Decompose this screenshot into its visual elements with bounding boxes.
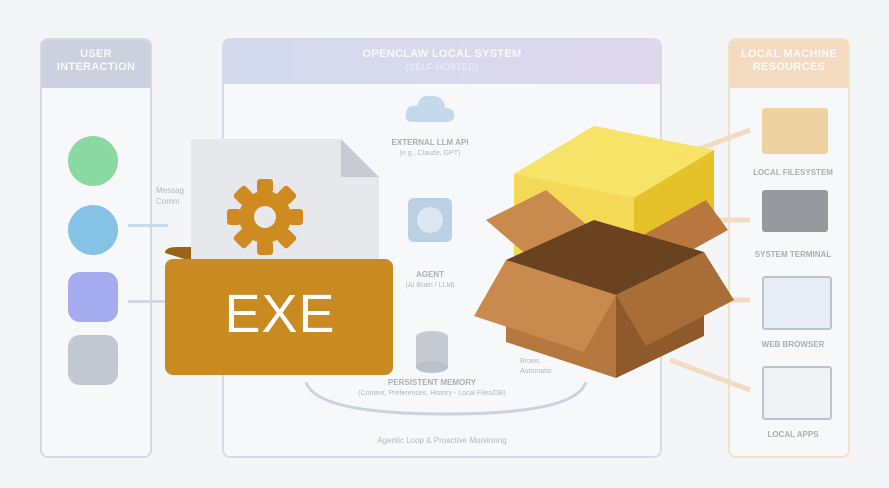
terminal-icon xyxy=(762,190,828,232)
resources-panel-title: LOCAL MACHINE RESOURCES xyxy=(730,40,848,88)
user-interaction-panel: USER INTERACTION xyxy=(40,38,152,458)
resource-label: LOCAL FILESYSTEM xyxy=(753,168,833,177)
cloud-icon xyxy=(405,95,455,122)
agent-note: (AI Brain / LLM) xyxy=(405,282,455,289)
resource-label: LOCAL APPS xyxy=(767,430,819,439)
chat-icon xyxy=(68,335,118,385)
package-box-icon xyxy=(474,126,734,378)
database-icon xyxy=(416,331,448,373)
inbound-arrow xyxy=(128,224,168,227)
memory-note: (Context, Preferences, History - Local F… xyxy=(358,390,506,397)
agentic-loop-arrow xyxy=(304,381,588,416)
automation-label-2: Automatio xyxy=(520,368,552,375)
memory-title: PERSISTENT MEMORY xyxy=(387,378,477,387)
automation-label-1: Brows xyxy=(520,358,540,365)
resource-label: SYSTEM TERMINAL xyxy=(754,250,832,259)
agentic-loop-label: Agentic Loop & Proactive Monitoring xyxy=(377,436,507,445)
system-panel-title: OPENCLAW LOCAL SYSTEM xyxy=(362,48,522,60)
resource-label: WEB BROWSER xyxy=(761,340,825,349)
exe-file-icon xyxy=(165,139,393,375)
agent-chip-icon xyxy=(408,198,452,242)
exe-badge-label: EXE xyxy=(224,284,336,344)
app-window-icon xyxy=(762,366,832,420)
user-panel-title: USER INTERACTION xyxy=(42,40,150,88)
discord-icon xyxy=(68,272,118,322)
messages-edge-label: Messag xyxy=(156,186,185,195)
commands-edge-label: Comm xyxy=(156,197,180,206)
outbound-arrow xyxy=(128,300,168,303)
telegram-icon xyxy=(68,205,118,255)
agent-title: AGENT xyxy=(416,270,444,279)
whatsapp-icon xyxy=(68,136,118,186)
system-panel-header: OPENCLAW LOCAL SYSTEM (Self-Hosted) xyxy=(224,40,660,84)
browser-icon xyxy=(762,276,832,330)
system-panel-subtitle: (Self-Hosted) xyxy=(405,62,479,72)
llm-title: EXTERNAL LLM API xyxy=(391,138,469,147)
folder-icon xyxy=(762,108,828,154)
llm-note: (e.g., Claude, GPT) xyxy=(399,150,461,157)
